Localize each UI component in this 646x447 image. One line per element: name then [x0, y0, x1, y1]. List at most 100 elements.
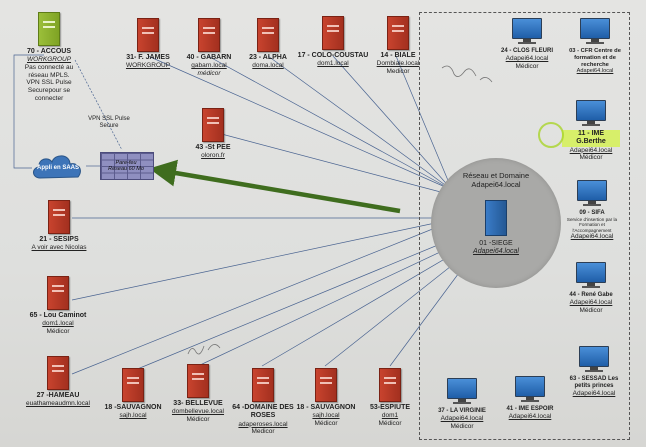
- node-line: connecter: [34, 94, 64, 102]
- server-icon: [379, 368, 401, 402]
- node-line: WORKGROUP: [26, 56, 72, 64]
- vpn-note: VPN SSL Pulse Secure: [84, 116, 134, 130]
- node-line: dom1.local: [317, 60, 349, 68]
- node-name: 44 - René Gabe: [569, 292, 613, 298]
- domain-boundary: [419, 12, 630, 440]
- node-line: dombellevue.local: [171, 408, 225, 416]
- node-24-clos-fleuri[interactable]: 24 - CLOS FLEURI Adapei64.local Médicor: [496, 18, 558, 70]
- center-title: Réseau et Domaine Adapei64.local: [431, 171, 561, 190]
- server-icon: [257, 18, 279, 52]
- node-line: Pas connecté au: [24, 63, 74, 71]
- node-line: oloron.fr: [201, 152, 225, 160]
- node-line: Adapei64.local: [505, 55, 549, 63]
- handwritten-scribble: [441, 65, 493, 83]
- cloud-label: Appli en SAAS: [36, 165, 79, 171]
- node-23-alpha[interactable]: 23 - ALPHA doma.local: [240, 18, 296, 70]
- node-name: 23 - ALPHA: [249, 54, 287, 61]
- vpn-note-line2: Secure: [99, 123, 119, 130]
- node-name: 33- BELLEVUE: [173, 400, 223, 407]
- node-name: 21 - SESIPS: [39, 236, 79, 243]
- node-name: 64 -DOMAINE DES ROSES: [232, 404, 294, 420]
- node-name: 09 - SIFA: [579, 210, 605, 216]
- server-icon: [38, 12, 60, 46]
- server-icon: [322, 16, 344, 50]
- handwritten-scribble: [187, 344, 221, 355]
- center-server-name: 01 -SIEGE: [479, 240, 513, 247]
- server-icon: [485, 200, 507, 236]
- node-line: sajh.local: [312, 412, 340, 420]
- node-name: 24 - CLOS FLEURI: [500, 48, 553, 54]
- node-line: sajh.local: [119, 412, 147, 420]
- node-line: Médicor: [515, 62, 539, 70]
- node-37-la-virginie[interactable]: 37 - LA VIRGINIE Adapei64.local Médicor: [430, 378, 494, 430]
- server-icon: [315, 368, 337, 402]
- cloud-icon: [33, 155, 81, 179]
- computer-icon: [515, 376, 545, 404]
- node-name: 18 - SAUVAGNON: [296, 404, 356, 411]
- node-17-colo-coustau[interactable]: 17 - COLO-COUSTAU dom1.local: [296, 16, 370, 68]
- node-33-bellevue[interactable]: 33- BELLEVUE dombellevue.local Médicor: [166, 364, 230, 424]
- node-name: 37 - LA VIRGINIE: [438, 408, 486, 414]
- node-43-st-pee[interactable]: 43 -St PEE oloron.fr: [188, 108, 238, 160]
- node-63-sessad[interactable]: 63 - SESSAD Les petits princes Adapei64.…: [566, 346, 622, 398]
- node-line: Medicor: [386, 67, 410, 75]
- node-18-sauvagnon[interactable]: 18 -SAUVAGNON sajh.local: [100, 368, 166, 420]
- node-line: Dombiale.local: [376, 60, 420, 68]
- computer-icon: [447, 378, 477, 406]
- node-line: Médicor: [579, 154, 603, 162]
- center-server[interactable]: [476, 200, 516, 239]
- node-name: 17 - COLO-COUSTAU: [297, 52, 369, 59]
- node-11-ime-g-berthe[interactable]: 11 - IME G.Berthe Adapei64.local Médicor: [562, 100, 620, 162]
- node-14-biale[interactable]: 14 - BIALE Dombiale.local Medicor: [372, 16, 424, 76]
- firewall-label-line2: Réseau 60 Mo: [108, 166, 144, 173]
- computer-icon: [512, 18, 542, 46]
- server-icon: [187, 364, 209, 398]
- node-31-f-james[interactable]: 31- F. JAMES WORKGROUP: [118, 18, 178, 70]
- node-name: 43 -St PEE: [195, 144, 231, 151]
- node-line: Médicor: [378, 419, 402, 427]
- node-53-espiute[interactable]: 53-ESPIUTE dom1 Médicor: [362, 368, 418, 428]
- node-name: 63 - SESSAD Les petits princes: [569, 376, 619, 390]
- center-server-domain: Adapei64.local: [473, 248, 519, 256]
- node-line: gabarn.local: [191, 62, 227, 70]
- node-line: Service d'insertion par la Formation et …: [566, 217, 618, 233]
- node-name: 41 - IME ESPOIR: [506, 406, 554, 412]
- node-line: Adapei64.local: [576, 68, 614, 75]
- node-44-rene-gabe[interactable]: 44 - René Gabe Adapei64.local Médicor: [562, 262, 620, 314]
- server-icon: [47, 276, 69, 310]
- node-line: euathameaudmn.local: [26, 400, 90, 408]
- computer-icon: [580, 18, 610, 46]
- node-70-accous[interactable]: 70 - ACCOUS WORKGROUP Pas connecté au ré…: [22, 12, 76, 102]
- node-line: doma.local: [252, 62, 284, 70]
- node-65-lou-caminot[interactable]: 65 - Lou Caminot dom1.local Médicor: [16, 276, 100, 336]
- node-name: 14 - BIALE: [380, 52, 416, 59]
- node-name: 70 - ACCOUS: [26, 48, 72, 55]
- server-icon: [137, 18, 159, 52]
- node-line: Adapei64.local: [569, 299, 613, 307]
- firewall-label: Pare-feu Réseau 60 Mo: [100, 160, 152, 172]
- node-27-hameau[interactable]: 27 -HAMEAU euathameaudmn.local: [18, 356, 98, 408]
- node-line: Adapei64.local: [572, 390, 616, 398]
- node-name: 03 - CFR Centre de formation et de reche…: [569, 48, 621, 68]
- node-line: Medicor: [251, 428, 275, 436]
- node-name: 31- F. JAMES: [126, 54, 170, 61]
- node-line: Médicor: [186, 415, 210, 423]
- node-64-domaine-des-roses[interactable]: 64 -DOMAINE DES ROSES adaperoses.local M…: [232, 368, 294, 436]
- server-icon: [47, 356, 69, 390]
- server-icon: [252, 368, 274, 402]
- node-41-ime-espoir[interactable]: 41 - IME ESPOIR Adapei64.local: [498, 376, 562, 421]
- node-40-gabarn[interactable]: 40 - GABARN gabarn.local médicor: [180, 18, 238, 78]
- node-21-sesips[interactable]: 21 - SESIPS A voir avec Nicolas: [24, 200, 94, 252]
- node-line: Adapei64.local: [569, 146, 613, 154]
- node-line: Adapei64.local: [570, 233, 614, 241]
- node-name: 27 -HAMEAU: [36, 392, 80, 399]
- server-icon: [202, 108, 224, 142]
- computer-icon: [576, 100, 606, 128]
- node-03-cfr[interactable]: 03 - CFR Centre de formation et de reche…: [564, 18, 626, 75]
- node-09-sifa[interactable]: 09 - SIFA Service d'insertion par la For…: [562, 180, 622, 241]
- server-icon: [387, 16, 409, 50]
- vpn-note-line1: VPN SSL Pulse: [88, 116, 130, 122]
- node-18-sauvagnon-2[interactable]: 18 - SAUVAGNON sajh.local Médicor: [294, 368, 358, 428]
- server-icon: [48, 200, 70, 234]
